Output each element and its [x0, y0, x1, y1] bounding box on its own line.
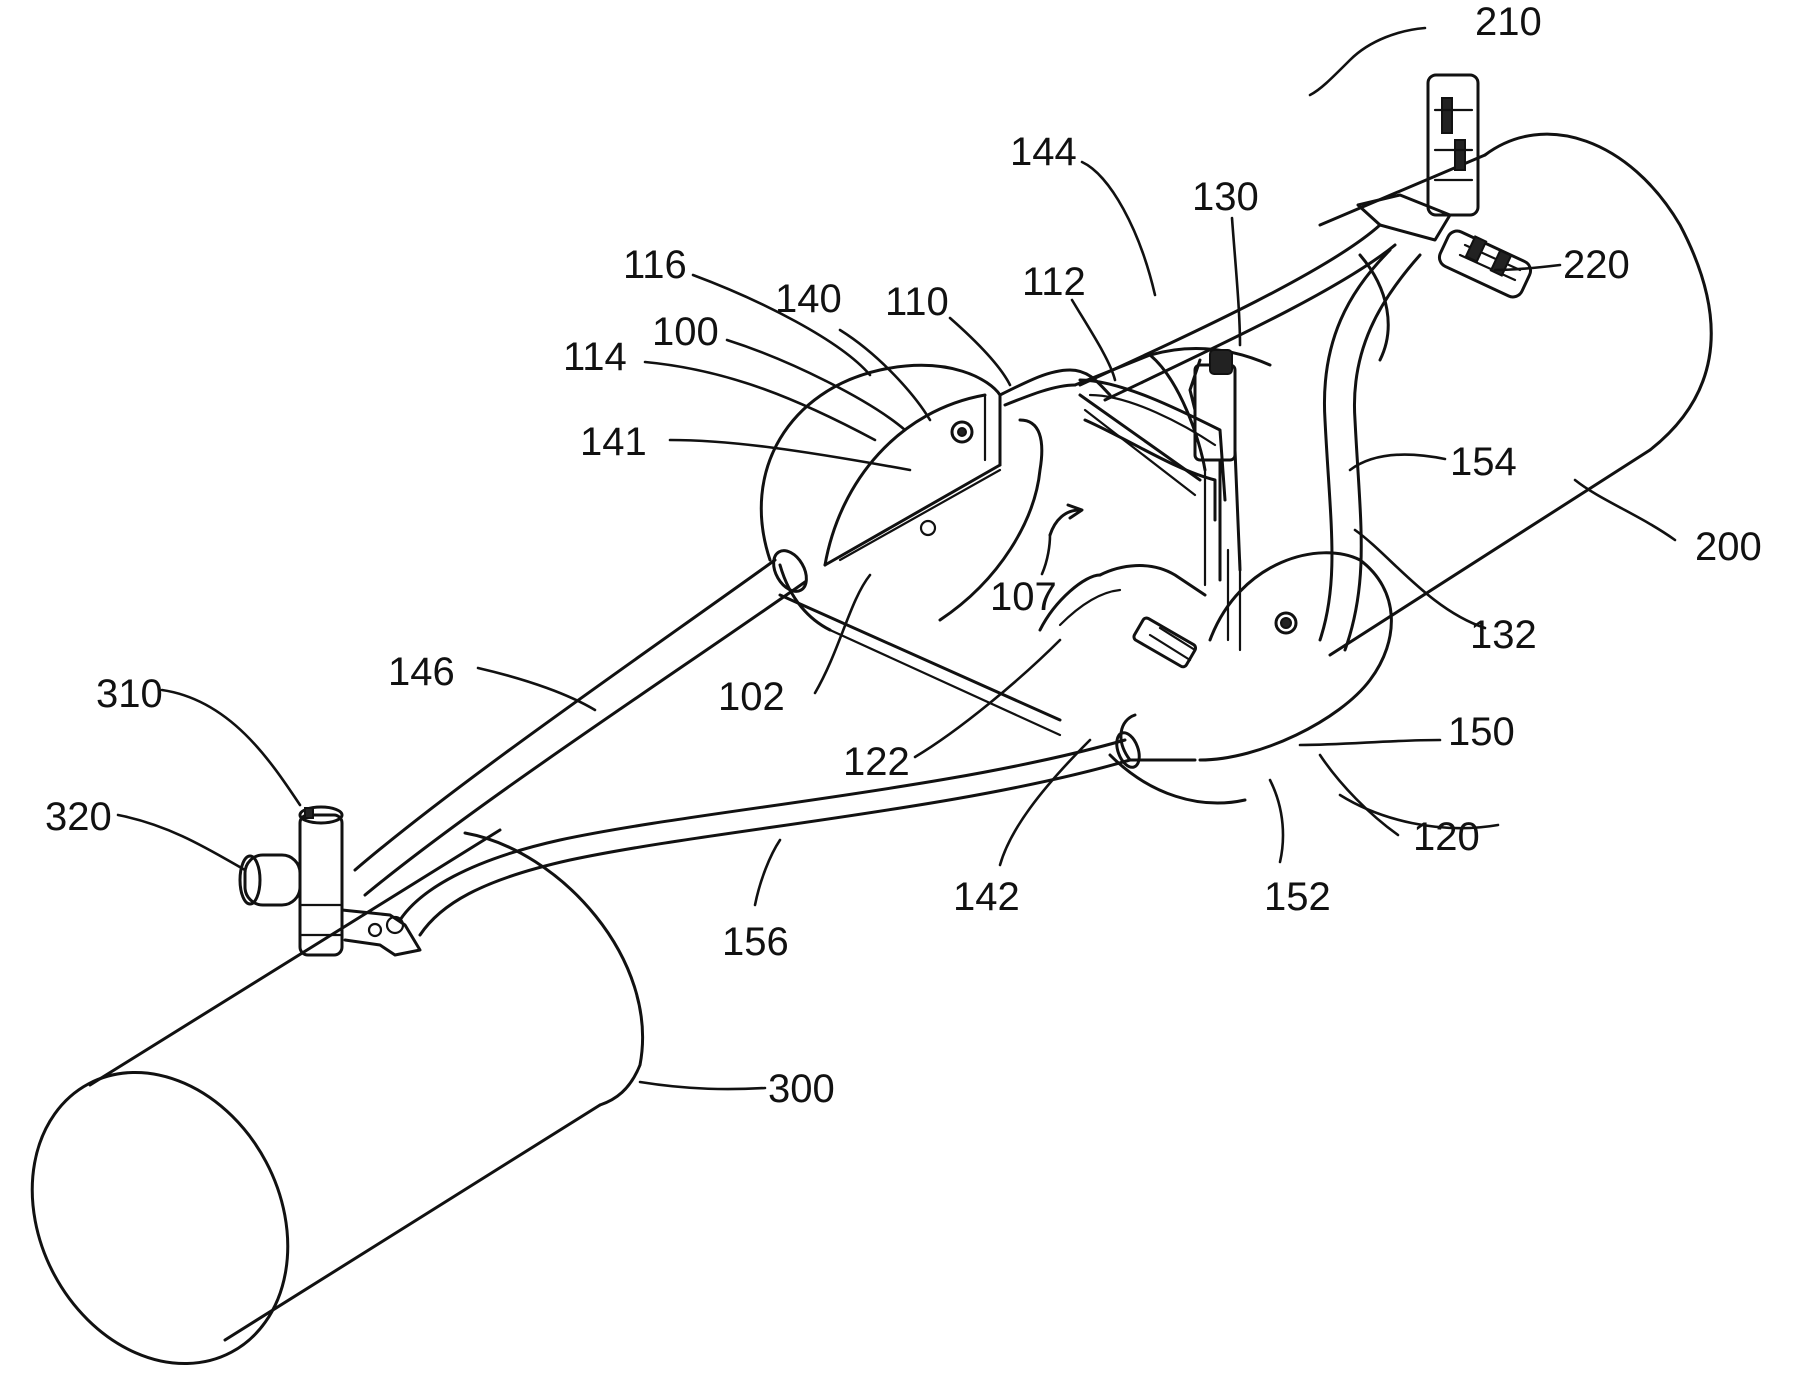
label-200: 200 [1695, 525, 1762, 569]
label-220: 220 [1563, 243, 1630, 287]
label-102: 102 [718, 675, 785, 719]
reference-labels: 210 144 130 220 116 140 110 112 100 114 … [45, 0, 1762, 1111]
label-122: 122 [843, 740, 910, 784]
label-154: 154 [1450, 440, 1517, 484]
label-300: 300 [768, 1067, 835, 1111]
hose-156 [398, 731, 1141, 937]
label-107: 107 [990, 575, 1057, 619]
label-132: 132 [1470, 613, 1537, 657]
label-146: 146 [388, 650, 455, 694]
hose-154 [1318, 248, 1422, 652]
hose-144 [1078, 223, 1397, 402]
label-152: 152 [1264, 875, 1331, 919]
fitting-310-320 [238, 805, 422, 957]
label-156: 156 [722, 920, 789, 964]
label-130: 130 [1192, 175, 1259, 219]
label-120: 120 [1413, 815, 1480, 859]
leader-lines [116, 26, 1677, 1091]
label-140: 140 [775, 277, 842, 321]
label-116: 116 [623, 243, 687, 287]
housing-100 [759, 346, 1393, 805]
fitting-210-220 [1356, 73, 1533, 299]
label-320: 320 [45, 795, 112, 839]
label-110: 110 [885, 280, 949, 324]
cylinder-300 [30, 828, 644, 1366]
label-150: 150 [1448, 710, 1515, 754]
label-112: 112 [1022, 260, 1086, 304]
label-210: 210 [1475, 0, 1542, 44]
label-144: 144 [1010, 130, 1077, 174]
label-100: 100 [652, 310, 719, 354]
label-141: 141 [580, 420, 647, 464]
valve-130 [1132, 349, 1242, 669]
label-114: 114 [563, 335, 627, 379]
label-310: 310 [96, 672, 163, 716]
label-142: 142 [953, 875, 1020, 919]
hose-146 [353, 549, 808, 897]
